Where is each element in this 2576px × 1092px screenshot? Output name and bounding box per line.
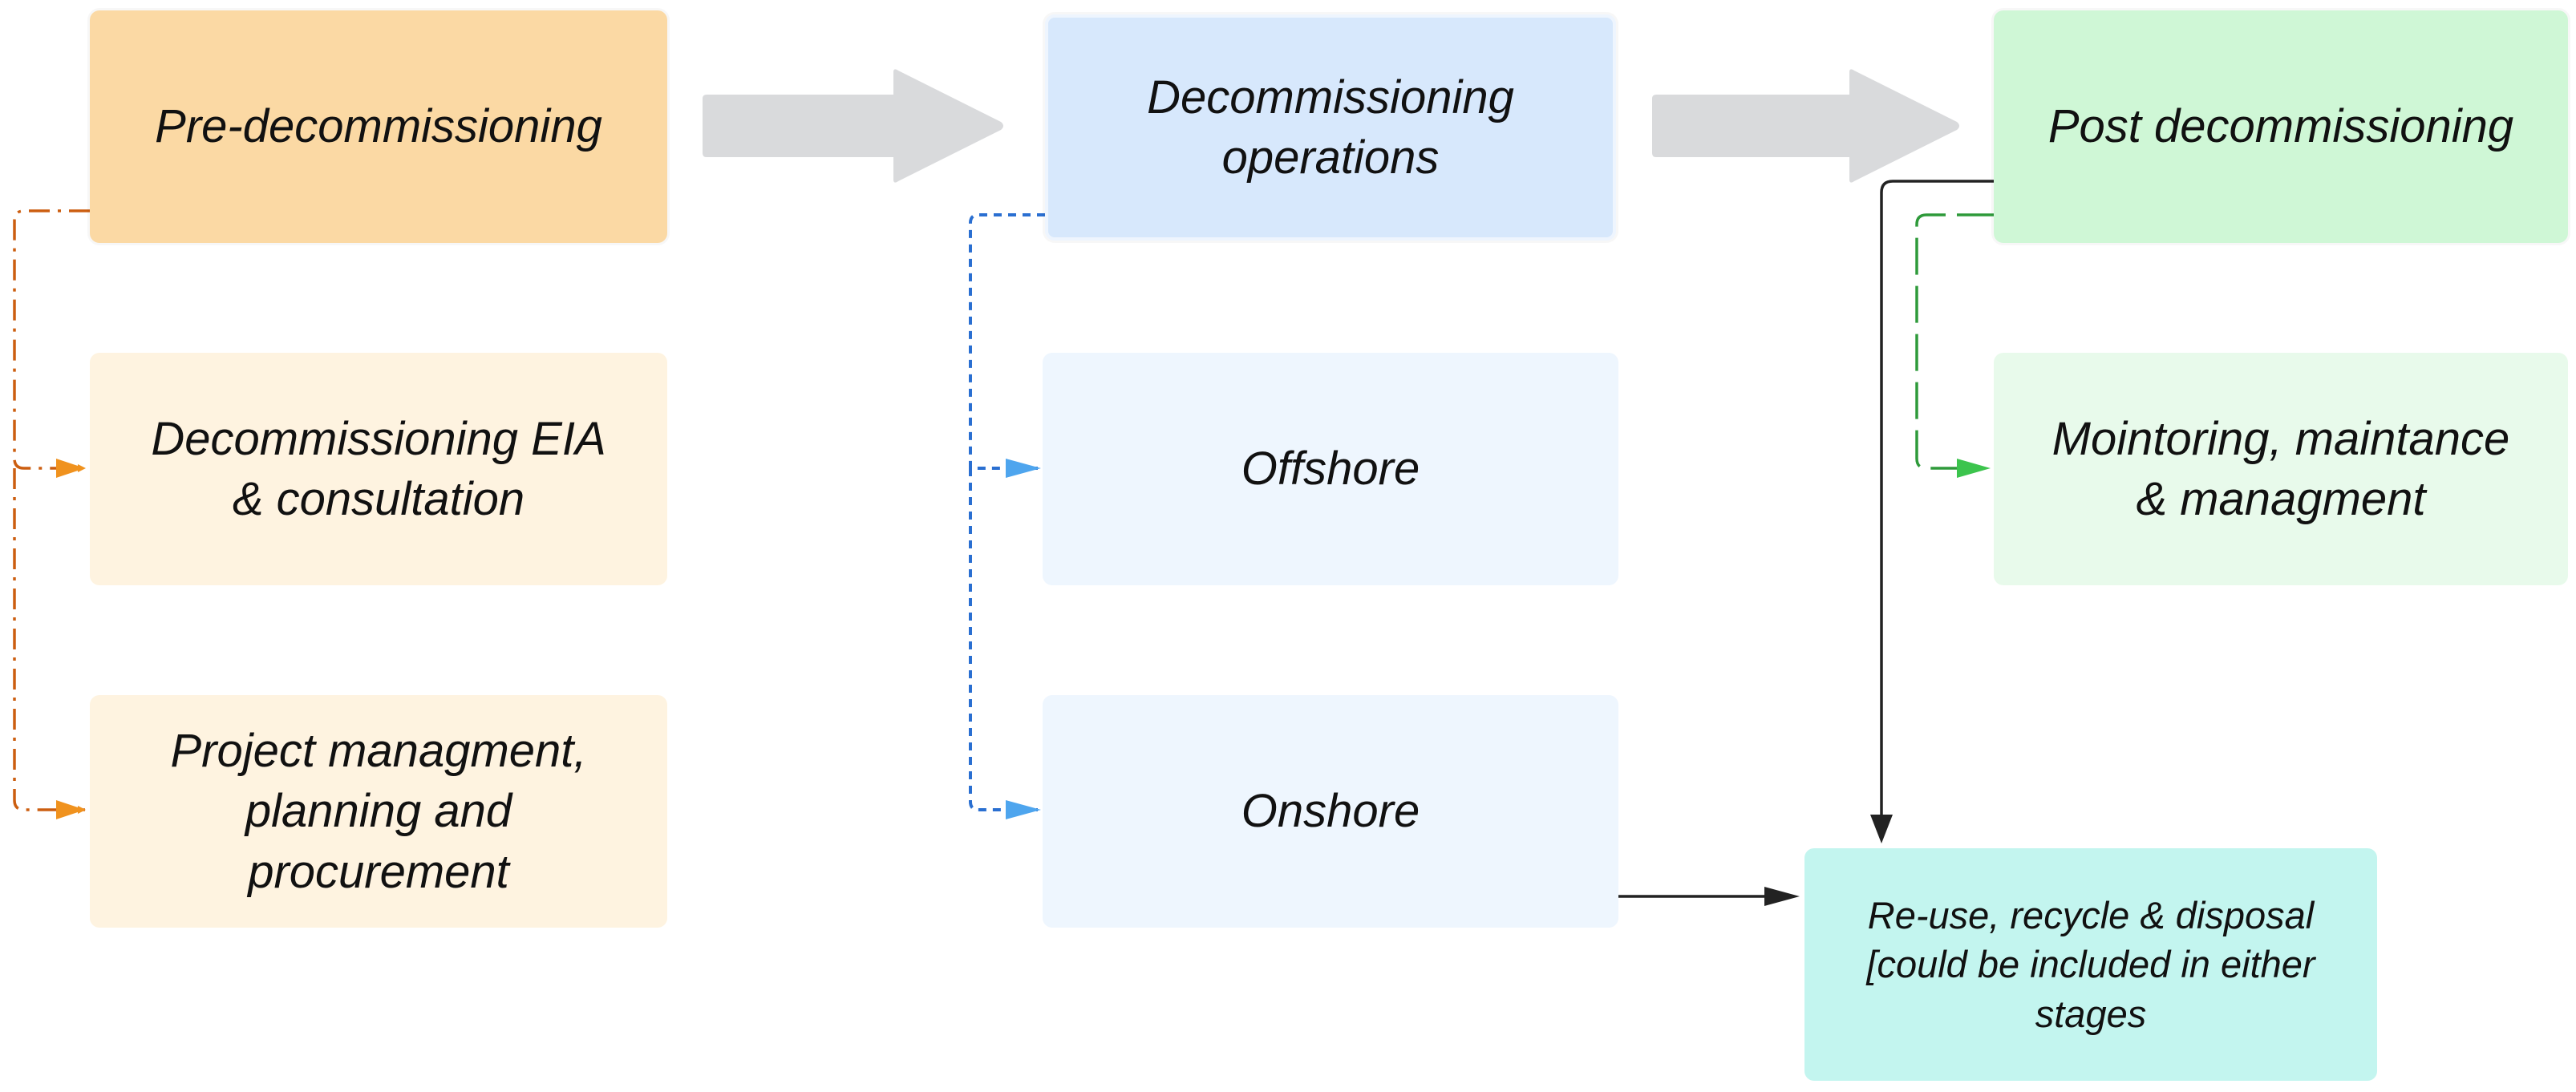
monitoring-maintenance-box: Mointoring, maintance & managment	[1994, 353, 2568, 585]
decommissioning-operations-label: Decommissioning operations	[1147, 71, 1514, 184]
connector-pre-to-project	[13, 468, 86, 814]
offshore-label: Offshore	[1241, 443, 1420, 495]
pre-decommissioning-label: Pre-decommissioning	[155, 100, 602, 153]
onshore-label: Onshore	[1241, 785, 1420, 838]
connector-post-to-monitoring	[1915, 213, 1994, 470]
arrowhead-reuse-top	[1870, 815, 1893, 843]
post-decommissioning-box: Post decommissioning	[1994, 10, 2568, 243]
decommissioning-eia-box: Decommissioning EIA & consultation	[90, 353, 667, 585]
reuse-recycle-disposal-box: Re-use, recycle & disposal [could be inc…	[1804, 848, 2377, 1081]
post-decommissioning-label: Post decommissioning	[2047, 100, 2514, 153]
connector-ops-to-offshore	[969, 213, 1045, 470]
connector-pre-to-eia	[13, 209, 90, 472]
project-management-box: Project managment, planning and procurem…	[90, 695, 667, 928]
arrowhead-offshore	[1006, 459, 1041, 478]
connector-ops-to-onshore	[969, 468, 1038, 811]
arrowhead-monitoring	[1957, 459, 1991, 478]
decommissioning-operations-box: Decommissioning operations	[1045, 14, 1616, 241]
flow-arrow-pre-to-ops	[703, 69, 1003, 183]
monitoring-maintenance-label: Mointoring, maintance & managment	[2051, 412, 2510, 525]
onshore-box: Onshore	[1043, 695, 1618, 928]
project-management-label: Project managment, planning and procurem…	[170, 724, 587, 898]
flow-arrow-ops-to-post	[1652, 69, 1959, 183]
arrowhead-reuse-left	[1764, 887, 1800, 906]
reuse-recycle-disposal-label: Re-use, recycle & disposal [could be inc…	[1866, 894, 2315, 1035]
connector-post-to-reuse	[1880, 180, 1994, 818]
offshore-box: Offshore	[1043, 353, 1618, 585]
arrowhead-project	[56, 800, 85, 819]
arrowhead-onshore	[1006, 800, 1041, 819]
decommissioning-eia-label: Decommissioning EIA & consultation	[151, 412, 606, 525]
arrowhead-eia	[56, 459, 85, 478]
pre-decommissioning-box: Pre-decommissioning	[90, 10, 667, 243]
